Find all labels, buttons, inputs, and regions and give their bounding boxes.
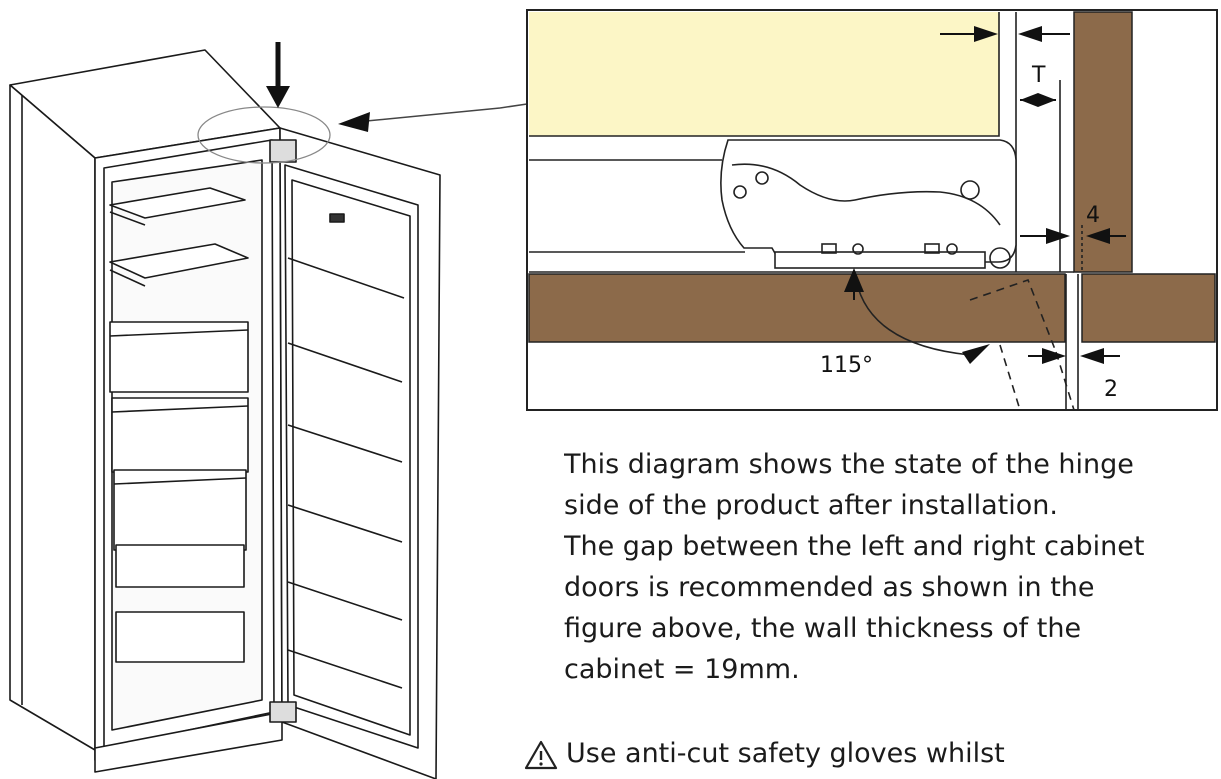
description-text: This diagram shows the state of the hing… xyxy=(564,444,1221,690)
door-panel xyxy=(529,12,999,136)
leader-arrow xyxy=(338,112,370,132)
shelf xyxy=(109,187,246,219)
label-t: T xyxy=(1031,63,1046,88)
drawer xyxy=(109,321,249,393)
description-line: The gap between the left and right cabin… xyxy=(564,531,1145,562)
warning-text: Use anti-cut safety gloves whilst xyxy=(566,738,1005,769)
door-swing-path xyxy=(969,278,1057,353)
description-line: cabinet = 19mm. xyxy=(564,654,800,685)
label-angle: 115° xyxy=(820,353,873,378)
description-line: figure above, the wall thickness of the xyxy=(564,613,1082,644)
hinge-highlight xyxy=(197,106,331,164)
drawer xyxy=(115,611,245,663)
cabinet-wall-horizontal-right xyxy=(1081,273,1216,343)
drawer xyxy=(115,544,245,588)
hinge-detail-diagram: T 4 115° 2 xyxy=(500,9,1218,411)
drawer xyxy=(113,469,247,551)
label-4: 4 xyxy=(1086,203,1100,228)
description-line: doors is recommended as shown in the xyxy=(564,572,1095,603)
label-2: 2 xyxy=(1104,377,1118,402)
cabinet-wall-vertical xyxy=(1073,11,1133,273)
down-arrow xyxy=(266,86,290,108)
fridge-illustration xyxy=(9,42,500,779)
description-line: This diagram shows the state of the hing… xyxy=(564,449,1134,480)
cabinet-wall-horizontal xyxy=(528,273,1066,343)
shelf xyxy=(109,243,249,279)
warning-triangle-icon xyxy=(524,740,558,770)
description-line: side of the product after installation. xyxy=(564,490,1058,521)
warning-note: Use anti-cut safety gloves whilst xyxy=(524,732,1221,779)
